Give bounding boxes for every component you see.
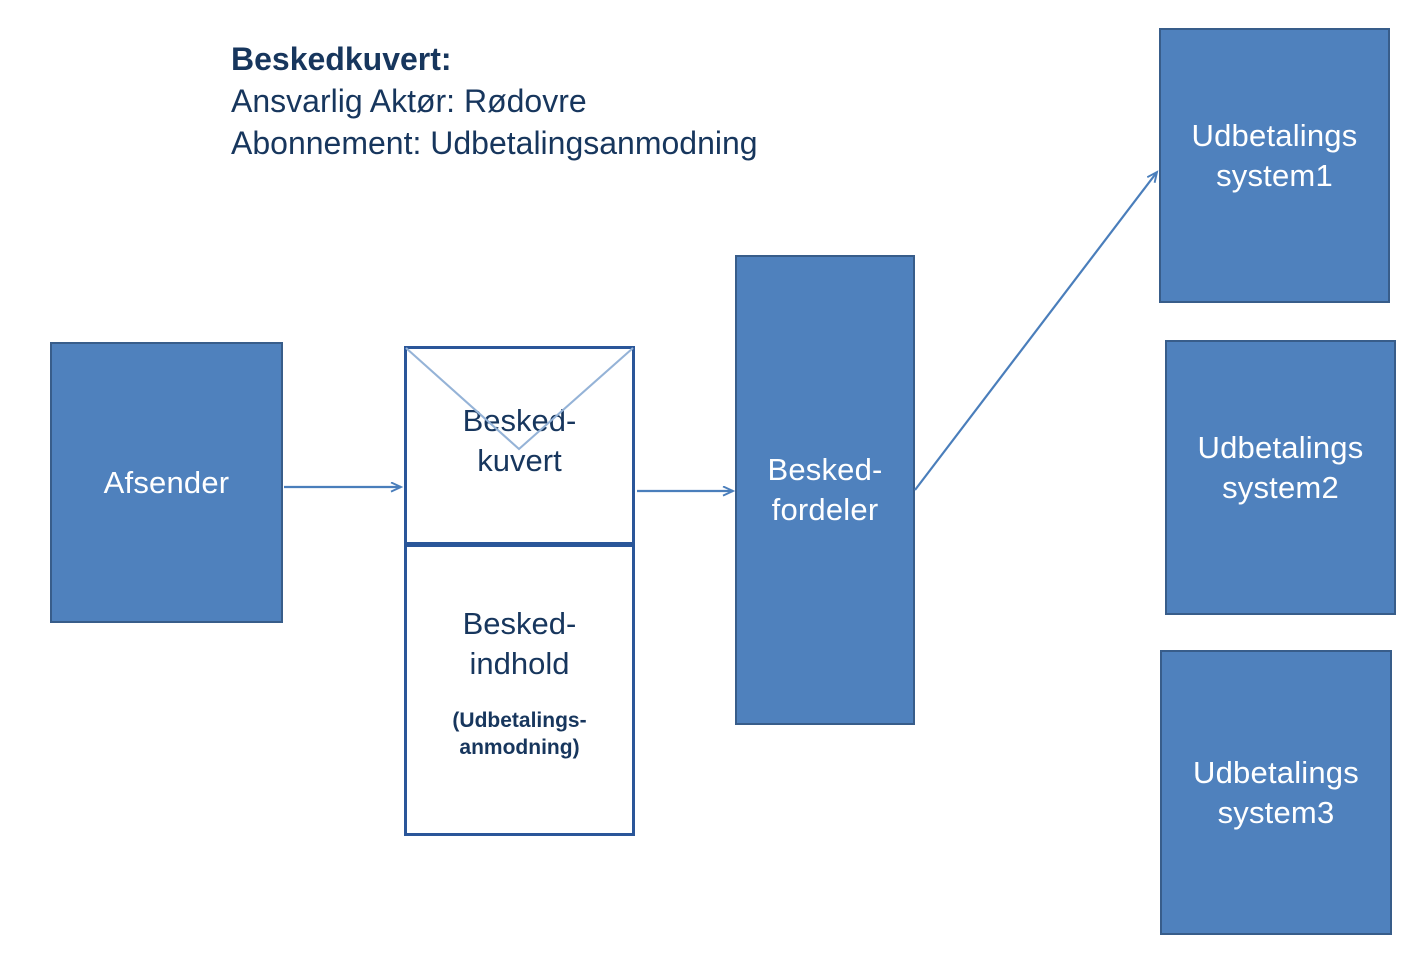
annotation-title: Beskedkuvert: (231, 41, 452, 77)
node-beskedfordeler[interactable]: Besked- fordeler (735, 255, 915, 725)
node-udbetalingssystem2-label: Udbetalings system2 (1197, 430, 1364, 505)
node-beskedkuvert-label: Besked- kuvert (462, 403, 577, 478)
annotation-line-subscription: Abonnement: Udbetalingsanmodning (231, 125, 758, 162)
annotation-line-actor: Ansvarlig Aktør: Rødovre (231, 83, 587, 120)
node-udbetalingssystem3[interactable]: Udbetalings system3 (1160, 650, 1392, 935)
node-udbetalingssystem1-label: Udbetalings system1 (1191, 118, 1358, 193)
node-beskedindhold-label: Besked- indhold (462, 606, 577, 681)
node-beskedindhold[interactable]: Besked- indhold (Udbetalings- anmodning) (404, 544, 635, 836)
node-beskedindhold-sublabel: (Udbetalings- anmodning) (452, 709, 587, 760)
node-udbetalingssystem3-label: Udbetalings system3 (1193, 754, 1359, 830)
node-beskedfordeler-label: Besked- fordeler (767, 452, 883, 527)
node-beskedkuvert[interactable]: Besked- kuvert (404, 346, 635, 545)
arrow-distributor-to-system1 (914, 172, 1157, 491)
node-udbetalingssystem1[interactable]: Udbetalings system1 (1159, 28, 1390, 303)
node-afsender-label: Afsender (103, 464, 230, 500)
annotation-block: Beskedkuvert: Ansvarlig Aktør: Rødovre A… (231, 38, 991, 165)
node-udbetalingssystem2[interactable]: Udbetalings system2 (1165, 340, 1396, 615)
node-afsender[interactable]: Afsender (50, 342, 283, 623)
